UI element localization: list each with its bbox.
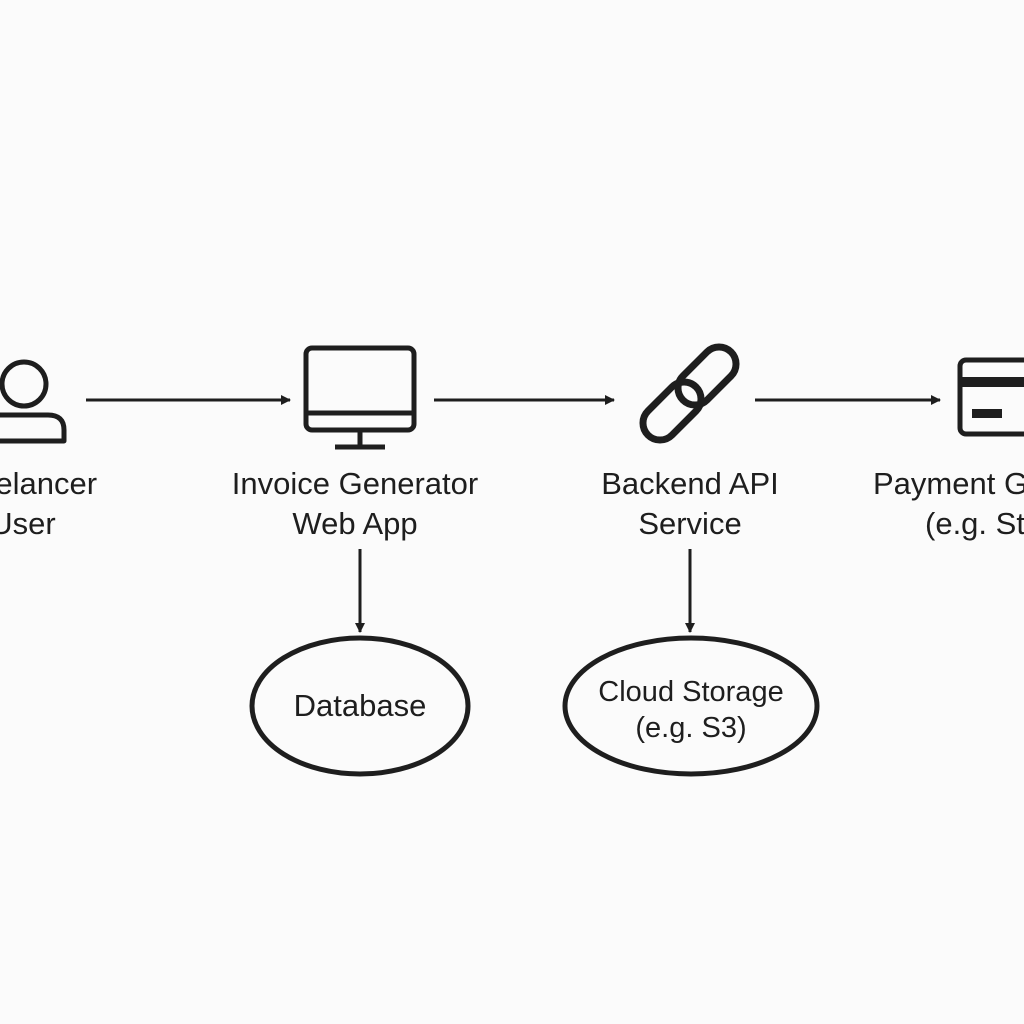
person-icon (0, 359, 67, 444)
user-label-line1: Freelancer (0, 466, 98, 501)
payment-node-label: Payment Gateway (e.g. Stripe) (873, 464, 1024, 544)
database-label-line1: Database (293, 688, 427, 723)
storage-node-shape (562, 635, 820, 777)
payment-label-line1: Payment Gateway (873, 466, 1024, 501)
user-node-label: Freelancer User (0, 464, 143, 544)
monitor-icon (303, 345, 417, 450)
api-node-label: Backend API Service (570, 464, 810, 544)
link-icon (639, 343, 740, 444)
storage-node-label: Cloud Storage (e.g. S3) (571, 674, 811, 746)
database-node-label: Database (260, 688, 460, 724)
storage-label-line1: Cloud Storage (598, 676, 784, 708)
storage-label-line2: (e.g. S3) (635, 712, 747, 744)
credit-card-icon (957, 357, 1024, 437)
webapp-node-label: Invoice Generator Web App (205, 464, 505, 544)
api-label-line2: Service (638, 506, 742, 541)
webapp-label-line2: Web App (292, 506, 418, 541)
user-label-line2: User (0, 506, 56, 541)
payment-label-line2: (e.g. Stripe) (925, 506, 1024, 541)
api-label-line1: Backend API (601, 466, 779, 501)
webapp-label-line1: Invoice Generator (231, 466, 479, 501)
database-node-shape (249, 635, 471, 777)
